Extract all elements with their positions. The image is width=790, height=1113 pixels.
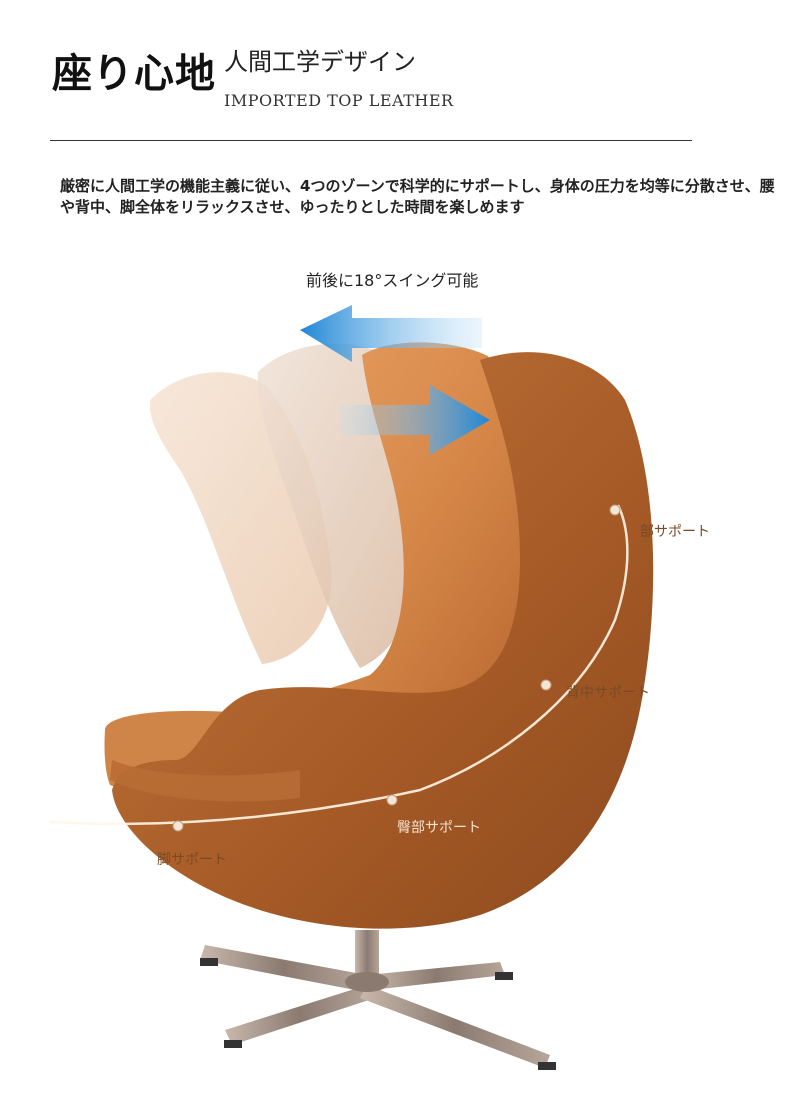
callout-back-support: 背中サポート bbox=[566, 685, 650, 701]
swing-back-arrow bbox=[300, 305, 482, 362]
english-subtitle: IMPORTED TOP LEATHER bbox=[224, 91, 454, 110]
description-text: 厳密に人間工学の機能主義に従い、4つのゾーンで科学的にサポートし、身体の圧力を均… bbox=[60, 177, 775, 216]
page-title: 座り心地 bbox=[52, 51, 216, 97]
inner-backrest bbox=[260, 342, 523, 740]
callout-upper-support: 部サポート bbox=[640, 524, 710, 540]
support-point-upper bbox=[609, 504, 621, 516]
swing-label: 前後に18°スイング可能 bbox=[306, 271, 479, 290]
page-subtitle: 人間工学デザイン bbox=[224, 48, 416, 76]
support-curve-line bbox=[49, 504, 629, 826]
swing-forward-arrow bbox=[340, 385, 490, 455]
star-base bbox=[200, 945, 556, 1070]
header-divider bbox=[50, 140, 692, 141]
swivel-stem bbox=[355, 930, 379, 980]
support-point-leg bbox=[172, 820, 184, 832]
callout-hip-support: 臀部サポート bbox=[397, 820, 481, 836]
support-point-back bbox=[540, 679, 552, 691]
callout-leg-support: 脚サポート bbox=[157, 852, 227, 868]
egg-chair-illustration bbox=[49, 305, 654, 1070]
seat-front-edge bbox=[110, 760, 300, 802]
support-point-hip bbox=[386, 794, 398, 806]
